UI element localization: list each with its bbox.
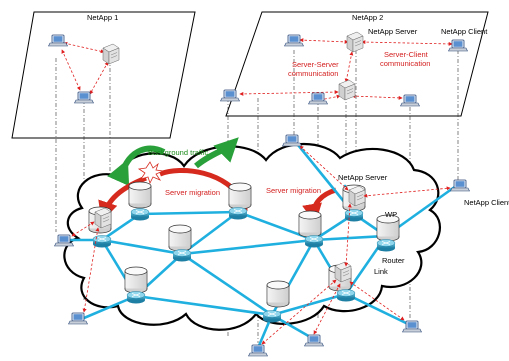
link-label: Link	[374, 267, 388, 276]
wp-cylinder-icon	[168, 224, 192, 252]
network-server-label: NetApp Server	[338, 173, 388, 182]
network-client-label: NetApp Client	[464, 198, 509, 207]
sc-comm-line1: Server-Client	[384, 50, 429, 59]
server-icon	[102, 43, 120, 65]
migration-burst-icon	[137, 161, 165, 185]
laptop-icon	[282, 134, 302, 147]
wp-label: WP	[385, 210, 397, 219]
ss-comm-line1: Server-Server	[292, 60, 339, 69]
server-migration-left-label: Server migration	[165, 188, 220, 197]
router-icon	[228, 207, 248, 220]
netapp1-title: NetApp 1	[87, 13, 118, 22]
sc-comm-line2: communication	[380, 59, 430, 68]
wp-cylinder-icon	[228, 182, 252, 210]
router-icon	[130, 208, 150, 221]
laptop-icon	[248, 344, 268, 357]
netapp-client-icon	[450, 179, 470, 192]
router-icon	[172, 249, 192, 262]
netapp2-client-label: NetApp Client	[441, 27, 488, 36]
netapp2-server-label: NetApp Server	[368, 27, 418, 36]
netapp-server-icon	[348, 185, 366, 207]
wp-cylinder-icon	[298, 210, 322, 238]
router-icon	[126, 291, 146, 304]
router-icon	[336, 289, 356, 302]
background-traffic-label: Background traffic	[148, 148, 209, 157]
wp-cylinder-icon	[128, 181, 152, 209]
netapp2-title: NetApp 2	[352, 13, 383, 22]
network-comm-links	[71, 145, 451, 345]
netapp1-comm-links	[61, 41, 109, 95]
wp-cylinder-icon	[124, 266, 148, 294]
router-icon	[262, 310, 282, 323]
router-icon	[344, 209, 364, 222]
ss-comm-line2: communication	[288, 69, 338, 78]
router-icon	[376, 239, 396, 252]
server-migration-right-label: Server migration	[266, 186, 321, 195]
netapp-server-icon	[346, 31, 364, 53]
server-icon	[334, 261, 352, 283]
wp-cylinder-icon	[266, 280, 290, 308]
router-icon	[304, 235, 324, 248]
router-label: Router	[382, 256, 405, 265]
netapp2-comm-links	[239, 38, 453, 102]
netapp1-plane	[11, 11, 196, 139]
background-traffic-arrows	[107, 137, 239, 187]
server-icon	[338, 79, 356, 101]
server-icon	[94, 207, 112, 229]
